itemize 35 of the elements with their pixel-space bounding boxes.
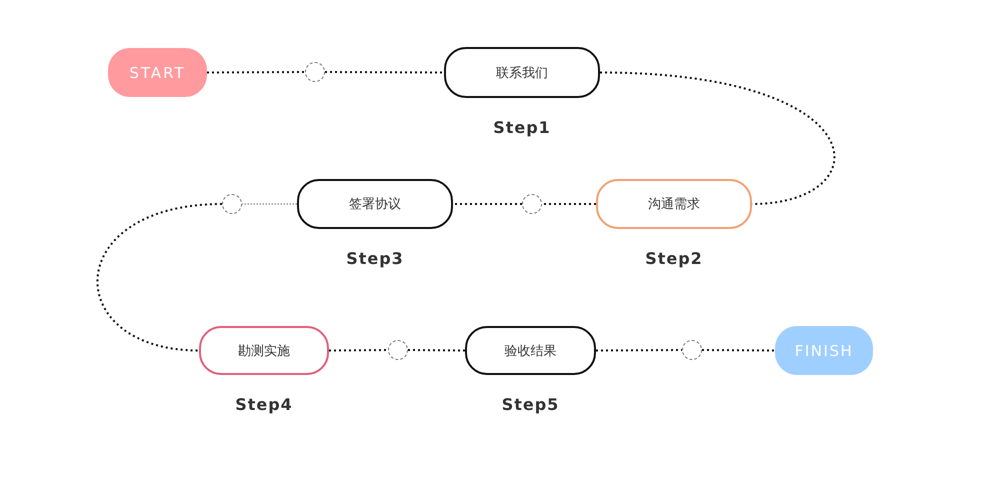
terminal-label: START bbox=[129, 64, 186, 82]
step-box bbox=[465, 326, 596, 375]
dotted-connector bbox=[242, 203, 297, 205]
step-label: Step5 bbox=[502, 395, 560, 414]
dotted-connector bbox=[329, 349, 388, 352]
step-name: 沟通需求 bbox=[648, 196, 700, 213]
dotted-connector bbox=[453, 203, 522, 205]
step-label: Step4 bbox=[235, 395, 293, 414]
dashed-circle bbox=[682, 340, 702, 360]
step-name: 验收结果 bbox=[504, 342, 556, 360]
dotted-connector bbox=[596, 349, 682, 352]
terminal-label: FINISH bbox=[794, 342, 854, 360]
dashed-circle bbox=[522, 194, 542, 214]
dotted-connector bbox=[600, 72, 836, 205]
step-name: 联系我们 bbox=[496, 64, 548, 82]
step-box bbox=[297, 179, 453, 229]
step-name: 签署协议 bbox=[349, 196, 401, 213]
step-box bbox=[199, 326, 329, 375]
dotted-connector bbox=[96, 203, 222, 352]
step-name: 勘测实施 bbox=[238, 342, 290, 360]
step-box bbox=[444, 47, 600, 98]
finish-terminal bbox=[775, 326, 873, 375]
dashed-circle bbox=[388, 340, 408, 360]
dotted-connector bbox=[207, 71, 305, 74]
dotted-connector bbox=[702, 349, 775, 352]
step-label: Step1 bbox=[493, 118, 551, 137]
step-box bbox=[596, 179, 752, 229]
start-terminal bbox=[108, 48, 207, 97]
dashed-circle bbox=[222, 194, 242, 214]
dotted-connector bbox=[325, 71, 444, 74]
step-label: Step3 bbox=[346, 249, 404, 268]
step-label: Step2 bbox=[645, 249, 703, 268]
dashed-circle bbox=[305, 62, 325, 82]
dotted-connector bbox=[408, 349, 466, 352]
dotted-connector bbox=[542, 203, 596, 205]
